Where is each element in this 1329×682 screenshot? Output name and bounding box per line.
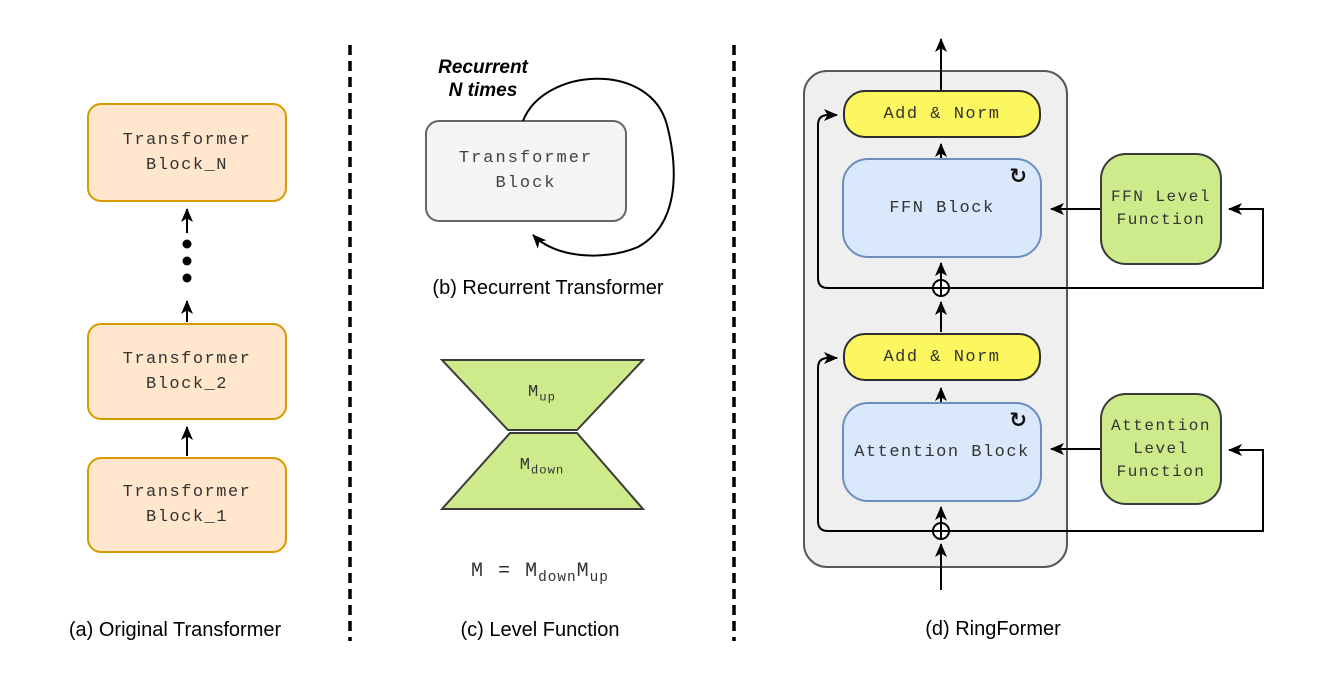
transformer-block-2: Transformer Block_2 bbox=[87, 323, 287, 420]
caption-a: (a) Original Transformer bbox=[68, 619, 282, 641]
block-label: Transformer bbox=[458, 149, 594, 168]
ffn-block: ↻ FFN Block bbox=[842, 158, 1042, 258]
block-label: Block_1 bbox=[146, 508, 228, 527]
recurrent-loop-icon: ↻ bbox=[1009, 164, 1027, 188]
ffn-level-function: FFN Level Function bbox=[1100, 153, 1222, 265]
caption-b: (b) Recurrent Transformer bbox=[432, 277, 664, 299]
block-label: Transformer bbox=[122, 349, 252, 369]
recurrent-transformer-block: Transformer Block bbox=[425, 120, 627, 222]
transformer-block-n: Transformer Block_N bbox=[87, 103, 287, 202]
m-down-label: Mdown bbox=[519, 456, 565, 478]
ellipsis-dots bbox=[182, 239, 192, 283]
block-label: Transformer bbox=[122, 130, 252, 150]
add-norm-top: Add & Norm bbox=[843, 90, 1041, 138]
block-label: Transformer bbox=[122, 483, 252, 502]
recurrent-n-times-label: Recurrent N times bbox=[438, 57, 528, 101]
caption-c: (c) Level Function bbox=[460, 619, 620, 641]
recurrent-loop-icon: ↻ bbox=[1009, 408, 1027, 432]
caption-d: (d) RingFormer bbox=[925, 618, 1061, 640]
add-norm-bottom: Add & Norm bbox=[843, 333, 1041, 381]
block-label: Block bbox=[495, 174, 557, 193]
level-function-equation: M=MdownMup bbox=[471, 560, 609, 586]
transformer-block-1: Transformer Block_1 bbox=[87, 457, 287, 553]
attention-level-function: Attention Level Function bbox=[1100, 393, 1222, 505]
m-up-label: Mup bbox=[528, 383, 556, 405]
block-label: Block_N bbox=[146, 155, 228, 175]
attention-block: ↻ Attention Block bbox=[842, 402, 1042, 502]
block-label: Block_2 bbox=[146, 374, 228, 394]
